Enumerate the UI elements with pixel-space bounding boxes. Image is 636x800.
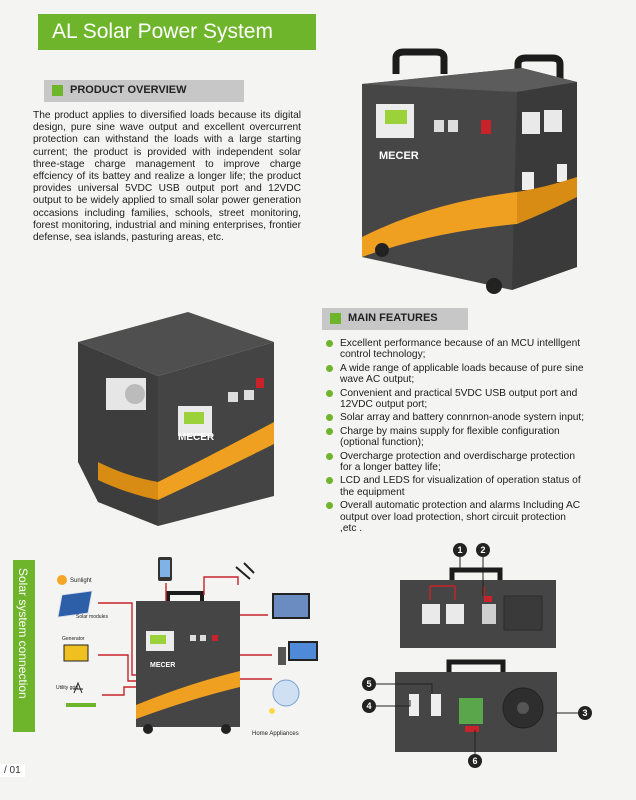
overview-heading-text: PRODUCT OVERVIEW xyxy=(70,84,187,96)
solar-panel-icon xyxy=(57,590,93,618)
heading-square-icon xyxy=(52,85,63,96)
page-title: AL Solar Power System xyxy=(52,20,273,43)
feature-item: Solar array and battery connrnon-anode s… xyxy=(325,412,585,423)
feature-item: A wide range of applicable loads because… xyxy=(325,363,585,386)
brand-label-diagram: MECER xyxy=(150,662,176,669)
features-list: Excellent performance because of an MCU … xyxy=(325,338,585,537)
overview-text: The product applies to diversified loads… xyxy=(33,110,301,244)
product-photo-secondary xyxy=(78,312,274,526)
bullet-icon xyxy=(326,389,333,397)
phone-icon xyxy=(158,557,172,581)
label-solar-modules: Solar modules xyxy=(76,614,108,620)
light-bulb-icon xyxy=(269,708,275,714)
callout-3: 3 xyxy=(578,706,592,720)
feature-item: Charge by mains supply for flexible conf… xyxy=(325,426,585,449)
heading-square-icon xyxy=(330,313,341,324)
side-label-text: Solar system connection xyxy=(16,568,30,699)
bullet-icon xyxy=(326,340,333,347)
features-heading: MAIN FEATURES xyxy=(322,308,468,330)
rear-view-top xyxy=(400,567,556,648)
bullet-icon xyxy=(326,427,333,435)
callout-5: 5 xyxy=(362,677,376,691)
feature-item: LCD and LEDS for visualization of operat… xyxy=(325,475,585,498)
brand-label-secondary: MECER xyxy=(178,432,215,443)
bullet-icon xyxy=(326,364,333,372)
utility-grid-icon xyxy=(66,681,96,707)
features-heading-text: MAIN FEATURES xyxy=(348,312,438,324)
feature-item: Convenient and practical 5VDC USB output… xyxy=(325,388,585,411)
connection-diagram xyxy=(57,557,318,734)
computer-icon xyxy=(278,641,318,665)
brand-label-main: MECER xyxy=(379,150,419,162)
fan-icon xyxy=(272,679,300,707)
bullet-icon xyxy=(326,414,333,422)
title-bar: AL Solar Power System xyxy=(38,14,316,50)
generator-icon xyxy=(63,644,89,662)
overview-heading: PRODUCT OVERVIEW xyxy=(44,80,244,102)
feature-item: Overall automatic protection and alarms … xyxy=(325,500,585,534)
label-sunlight: Sunlight xyxy=(70,578,92,584)
sun-icon xyxy=(57,575,67,585)
feature-item: Overcharge protection and overdischarge … xyxy=(325,451,585,474)
feature-item: Excellent performance because of an MCU … xyxy=(325,338,585,361)
callout-4: 4 xyxy=(362,699,376,713)
charger-plug-icon xyxy=(235,562,255,580)
callout-1: 1 xyxy=(453,543,467,557)
page-number: / 01 xyxy=(0,764,25,777)
bullet-icon xyxy=(326,477,333,485)
label-home-appliances: Home Appliances xyxy=(252,731,299,737)
bullet-icon xyxy=(326,502,333,510)
rear-view-bottom xyxy=(395,659,557,752)
label-generator: Generator xyxy=(62,636,85,642)
inverter-device xyxy=(136,591,240,734)
tv-icon xyxy=(272,593,310,619)
bullet-icon xyxy=(326,452,333,460)
side-label-bar: Solar system connection xyxy=(13,560,35,732)
callout-2: 2 xyxy=(476,543,490,557)
callout-6: 6 xyxy=(468,754,482,768)
label-utility-grid: Utility grid xyxy=(56,685,78,691)
product-photo-main xyxy=(362,48,577,294)
